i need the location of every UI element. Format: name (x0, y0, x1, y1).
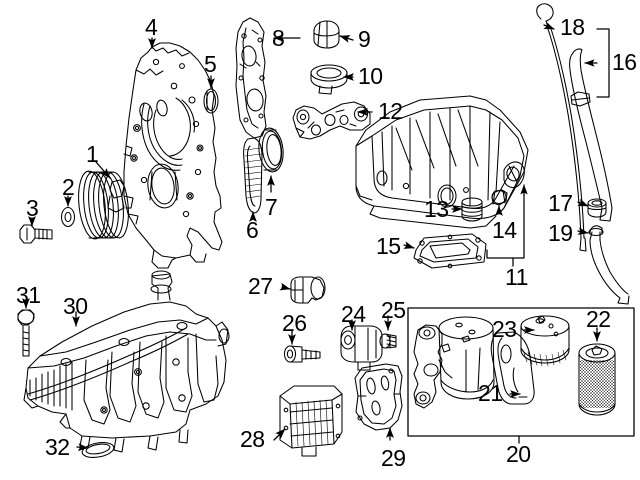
part-dipstick-tube (569, 48, 613, 222)
callout-26: 26 (282, 310, 307, 336)
part-oil-cooler-gasket (354, 363, 403, 431)
callout-6: 6 (246, 217, 259, 243)
group-box-oil-filter-housing (407, 307, 635, 437)
callout-29: 29 (381, 445, 406, 471)
part-oil-filter-housing (413, 316, 495, 409)
part-oil-drain-plug (491, 189, 508, 206)
callout-31: 31 (16, 282, 41, 308)
part-engine-mount-bracket (292, 101, 371, 140)
callout-4: 4 (145, 14, 158, 40)
callout-17: 17 (548, 190, 573, 216)
bracket-16 (596, 28, 610, 98)
callout-7: 7 (265, 194, 278, 220)
leader-lines (22, 21, 601, 451)
part-oil-spray-nozzle (283, 345, 321, 363)
callout-9: 9 (358, 26, 371, 52)
callout-27: 27 (248, 273, 273, 299)
callout-10: 10 (358, 63, 383, 89)
part-filter-housing-screw (379, 333, 397, 349)
callout-18: 18 (560, 14, 585, 40)
callout-32: 32 (45, 434, 70, 460)
part-oil-return-tube (588, 225, 630, 305)
part-oil-filter-cap (520, 315, 570, 367)
callout-3: 3 (26, 195, 39, 221)
part-intake-manifold (23, 270, 230, 453)
callout-8: 8 (272, 25, 285, 51)
callout-16: 16 (612, 49, 637, 75)
part-filler-neck-cap (313, 20, 340, 49)
callout-12: 12 (378, 98, 403, 124)
part-intake-manifold-seal (81, 442, 115, 458)
callout-21: 21 (478, 380, 503, 406)
part-pulley-bolt (19, 224, 53, 244)
callout-15: 15 (376, 233, 401, 259)
callout-25: 25 (381, 297, 406, 323)
callout-28: 28 (240, 426, 265, 452)
part-oil-pressure-sensor (290, 276, 326, 304)
callout-13: 13 (424, 196, 449, 222)
callout-1: 1 (86, 141, 99, 167)
callout-20: 20 (506, 441, 531, 467)
part-timing-cover-gasket (235, 17, 267, 139)
part-intake-manifold-bolt (17, 309, 35, 357)
part-oil-pan-baffle (413, 233, 487, 269)
callout-11: 11 (505, 264, 528, 290)
part-oil-filler-cap (310, 64, 348, 95)
callout-5: 5 (204, 51, 217, 77)
part-regulator-valve (340, 325, 383, 371)
part-oil-dipstick (536, 3, 587, 252)
callout-30: 30 (63, 293, 88, 319)
part-camshaft-seal (203, 88, 219, 114)
part-oil-filter-element (578, 343, 616, 416)
callout-23: 23 (492, 316, 517, 342)
callout-2: 2 (62, 174, 75, 200)
part-engine-oil-cooler (279, 385, 343, 457)
part-drain-plug-sleeve (461, 197, 483, 222)
callout-22: 22 (586, 306, 611, 332)
part-tube-grommet (587, 198, 607, 218)
callout-14: 14 (492, 217, 517, 243)
callout-24: 24 (341, 301, 366, 327)
callout-19: 19 (548, 220, 573, 246)
bracket-11 (486, 194, 525, 259)
part-crankshaft-pulley (78, 170, 129, 240)
part-front-crank-seal (258, 127, 284, 173)
part-timing-case-cover (107, 42, 223, 269)
part-pulley-washer (60, 206, 76, 228)
part-oil-pan (355, 95, 529, 229)
